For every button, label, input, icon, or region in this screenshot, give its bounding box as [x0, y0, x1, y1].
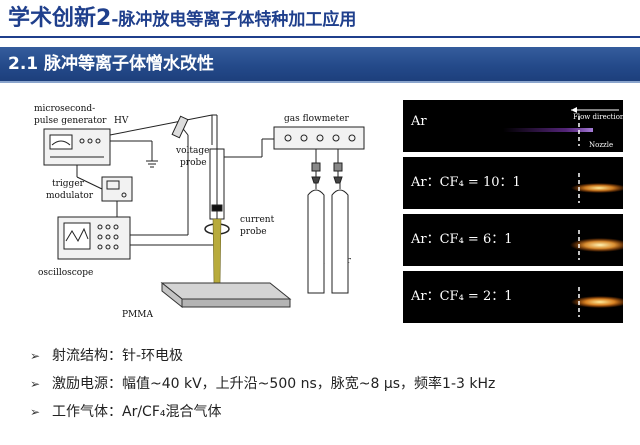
pmma-plate [160, 282, 292, 300]
glow-streak [571, 183, 623, 193]
title-main: 学术创新2 [8, 6, 112, 31]
label-oscilloscope: oscilloscope [38, 268, 93, 278]
bullet-text: 工作气体：Ar/CF₄混合气体 [52, 404, 222, 420]
label-current-probe-2: probe [240, 227, 267, 237]
glow-streak [571, 296, 623, 308]
panel-label: Ar：CF₄ = 6：1 [411, 232, 513, 247]
glow-streak [503, 128, 593, 132]
label-hv: HV [114, 116, 129, 126]
flow-direction-label: Flow direction [573, 113, 623, 121]
gas-flowmeter [273, 126, 365, 150]
arrow-left-icon [571, 107, 577, 113]
title-sub: -脉冲放电等离子体特种加工应用 [111, 10, 357, 30]
arrow-right-icon: ➢ [30, 349, 41, 363]
discharge-panel-0: Ar Flow direction Nozzle [403, 100, 623, 152]
arrow-right-icon: ➢ [30, 377, 41, 391]
label-voltage-probe-1: voltage [175, 146, 209, 156]
panel-label: Ar：CF₄ = 10：1 [411, 175, 521, 190]
section-heading: 2.1 脉冲等离子体憎水改性 [8, 54, 215, 74]
ar-cylinder [331, 189, 349, 294]
label-voltage-probe-2: probe [180, 158, 207, 168]
glow-streak [570, 238, 623, 252]
bullet-text: 射流结构：针-环电极 [52, 348, 184, 364]
title-divider [0, 36, 640, 38]
list-item: ➢ 射流结构：针-环电极 [30, 343, 183, 369]
list-item: ➢ 激励电源：幅值~40 kV，上升沿~500 ns，脉宽~8 μs，频率1-3 … [30, 371, 495, 397]
setup-diagram: microsecond- pulse generator HV voltage … [34, 104, 365, 320]
discharge-panel-2: Ar：CF₄ = 6：1 [403, 214, 623, 266]
label-trigger-1: trigger [52, 179, 85, 189]
label-pulse-gen-1: microsecond- [34, 104, 95, 114]
voltage-probe [171, 115, 189, 139]
section-header: 2.1 脉冲等离子体憎水改性 [0, 47, 640, 83]
discharge-panel-3: Ar：CF₄ = 2：1 [403, 271, 623, 323]
label-pmma: PMMA [122, 310, 153, 320]
label-gas-flowmeter: gas flowmeter [284, 114, 350, 124]
discharge-panel-1: Ar：CF₄ = 10：1 [403, 157, 623, 209]
bullet-text: 激励电源：幅值~40 kV，上升沿~500 ns，脉宽~8 μs，频率1-3 k… [52, 376, 496, 392]
label-current-probe-1: current [240, 215, 275, 225]
plasma-jet [212, 218, 222, 290]
label-trigger-2: modulator [46, 191, 94, 201]
arrow-right-icon: ➢ [30, 405, 41, 419]
label-pulse-gen-2: pulse generator [34, 116, 107, 126]
list-item: ➢ 工作气体：Ar/CF₄混合气体 [30, 399, 222, 425]
panel-label: Ar [411, 114, 427, 129]
nozzle-label: Nozzle [589, 141, 613, 149]
cf4-cylinder [307, 189, 325, 294]
page-title: 学术创新2-脉冲放电等离子体特种加工应用 [8, 4, 356, 34]
panel-label: Ar：CF₄ = 2：1 [411, 289, 513, 304]
